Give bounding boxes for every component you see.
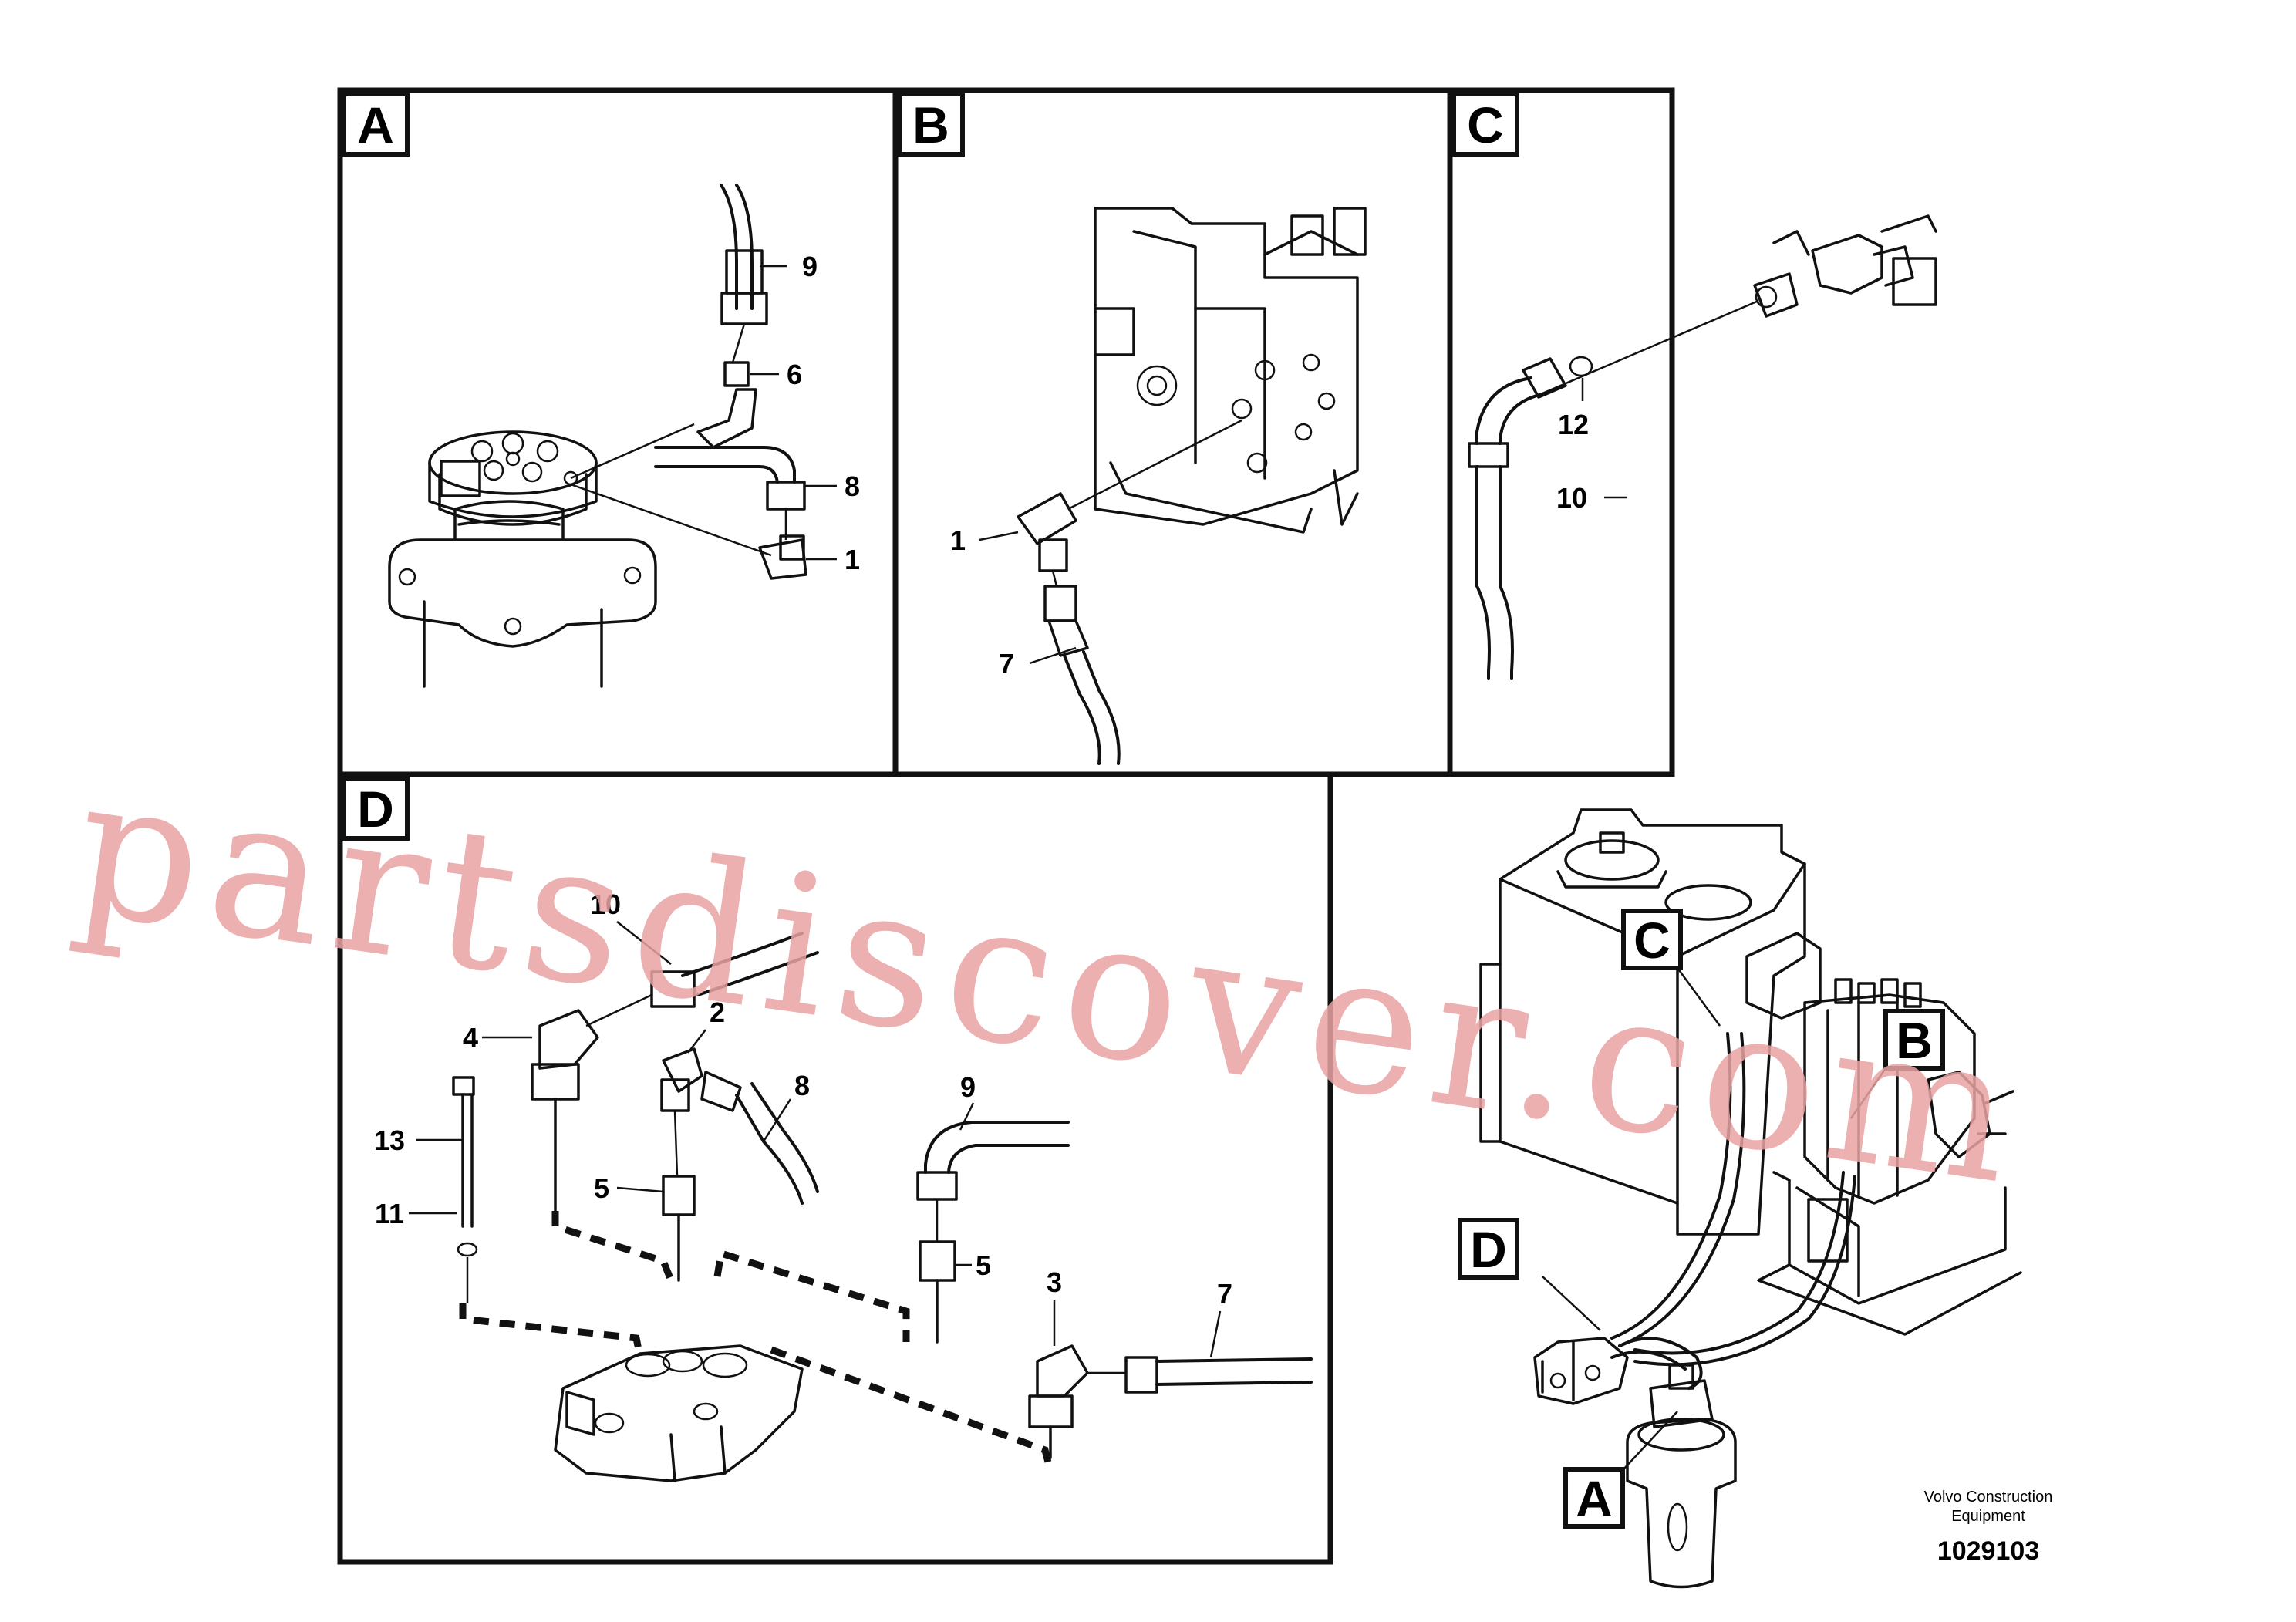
drawing-number: 1029103: [1937, 1536, 2039, 1566]
svg-text:A: A: [1576, 1470, 1613, 1527]
panel-d-drawing: [452, 932, 1313, 1482]
svg-text:5: 5: [976, 1249, 991, 1281]
svg-text:D: D: [357, 781, 394, 838]
svg-text:B: B: [1896, 1012, 1933, 1069]
panel-d-leaders: [409, 921, 1222, 1358]
svg-text:B: B: [912, 96, 949, 153]
manufacturer-line-1: Volvo Construction: [1924, 1489, 2053, 1506]
svg-text:1: 1: [950, 524, 966, 556]
svg-text:D: D: [1470, 1221, 1507, 1278]
svg-text:8: 8: [845, 470, 860, 502]
svg-text:2: 2: [710, 996, 725, 1028]
overview-label-a: A: [1563, 1467, 1625, 1529]
panel-b-callouts: 1 7: [950, 524, 1014, 679]
manufacturer-line-2: Equipment: [1951, 1508, 2025, 1525]
svg-text:13: 13: [374, 1125, 405, 1156]
svg-text:7: 7: [999, 648, 1014, 679]
panel-frames: [337, 87, 1675, 1565]
svg-text:6: 6: [787, 359, 802, 390]
panel-label-d: D: [342, 776, 410, 841]
svg-text:3: 3: [1047, 1266, 1062, 1298]
svg-text:10: 10: [590, 889, 621, 920]
svg-text:9: 9: [802, 251, 818, 282]
overview-drawing: [1479, 808, 2022, 1589]
svg-text:8: 8: [794, 1070, 810, 1101]
panel-a-drawing: [388, 184, 837, 688]
svg-text:A: A: [357, 96, 394, 153]
svg-text:11: 11: [375, 1198, 404, 1229]
overview-label-d: D: [1458, 1218, 1519, 1280]
panel-a-callouts: 9 6 8 1: [787, 251, 860, 575]
svg-text:12: 12: [1558, 409, 1589, 440]
svg-text:5: 5: [594, 1172, 609, 1204]
svg-text:7: 7: [1217, 1278, 1232, 1310]
panel-c-drawing: [1468, 214, 1937, 680]
svg-text:C: C: [1633, 912, 1671, 969]
svg-text:9: 9: [960, 1071, 976, 1103]
panel-b-drawing: [979, 207, 1367, 765]
svg-text:10: 10: [1556, 482, 1587, 514]
panel-label-b: B: [897, 92, 965, 157]
overview-label-c: C: [1621, 909, 1683, 970]
svg-text:C: C: [1467, 96, 1504, 153]
svg-text:partsdiscover.com: partsdiscover.com: [63, 733, 2036, 1228]
overview-label-b: B: [1883, 1009, 1945, 1071]
svg-text:4: 4: [463, 1022, 478, 1054]
svg-text:1: 1: [845, 544, 860, 575]
watermark: partsdiscover.com: [63, 733, 2036, 1228]
manufacturer-block: Volvo Construction Equipment 1029103: [1924, 1489, 2053, 1566]
panel-d-callouts: 10 4 2 8 9 13 5 11 5 3 7: [374, 889, 1232, 1310]
panel-c-callouts: 12 10: [1556, 409, 1589, 514]
panel-label-c: C: [1451, 92, 1519, 157]
panel-label-a: A: [342, 92, 410, 157]
